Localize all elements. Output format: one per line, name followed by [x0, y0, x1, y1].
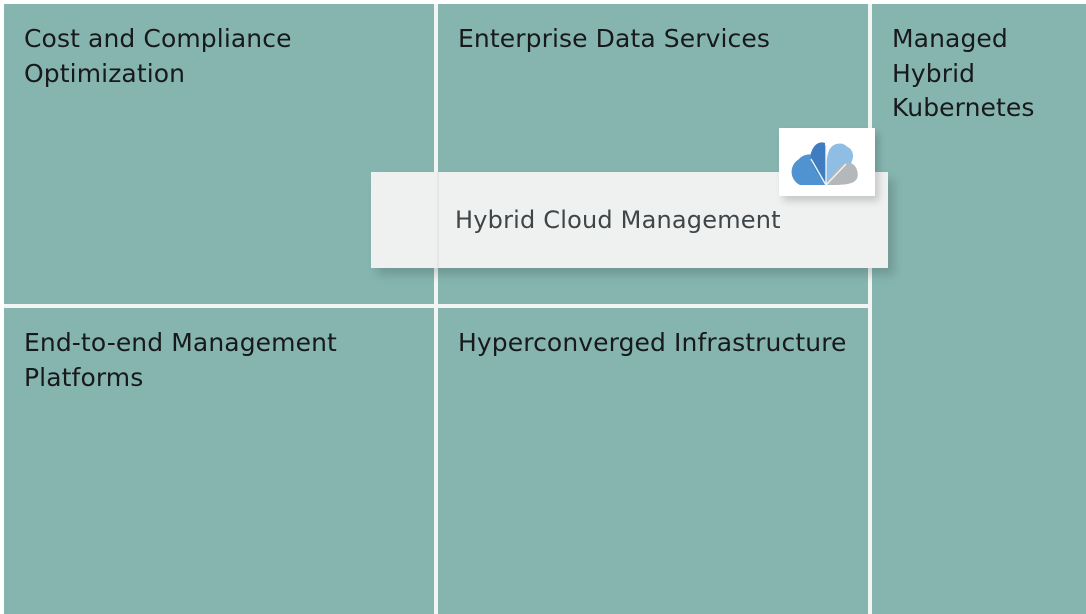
matrix-cell-label: Enterprise Data Services — [458, 24, 771, 53]
matrix-cell-label: Cost and Compliance Optimization — [24, 24, 292, 88]
matrix-cell-label: Hyperconverged Infrastructure — [458, 328, 847, 357]
matrix-cell-label: End-to-end Management Platforms — [24, 328, 337, 392]
grid-divider-horizontal-1 — [4, 304, 868, 308]
cloud-fan-icon — [791, 142, 858, 186]
matrix-cell-cost-and-compliance[interactable]: Cost and Compliance Optimization — [4, 4, 434, 304]
matrix-cell-hyperconverged-infrastructure[interactable]: Hyperconverged Infrastructure — [438, 308, 868, 614]
matrix-cell-end-to-end-management-platforms[interactable]: End-to-end Management Platforms — [4, 308, 434, 614]
matrix-cell-managed-hybrid-kubernetes[interactable]: Managed Hybrid Kubernetes — [872, 4, 1086, 614]
capability-matrix: Cost and Compliance Optimization Enterpr… — [4, 4, 1086, 614]
matrix-cell-enterprise-data-services[interactable]: Enterprise Data Services — [438, 4, 868, 304]
hybrid-cloud-fan-logo — [779, 128, 875, 196]
card-label: Hybrid Cloud Management — [455, 206, 781, 234]
card-seam — [437, 172, 439, 268]
grid-divider-vertical-2 — [868, 4, 872, 614]
grid-divider-vertical-1 — [434, 4, 438, 614]
matrix-cell-label: Managed Hybrid Kubernetes — [892, 24, 1035, 122]
